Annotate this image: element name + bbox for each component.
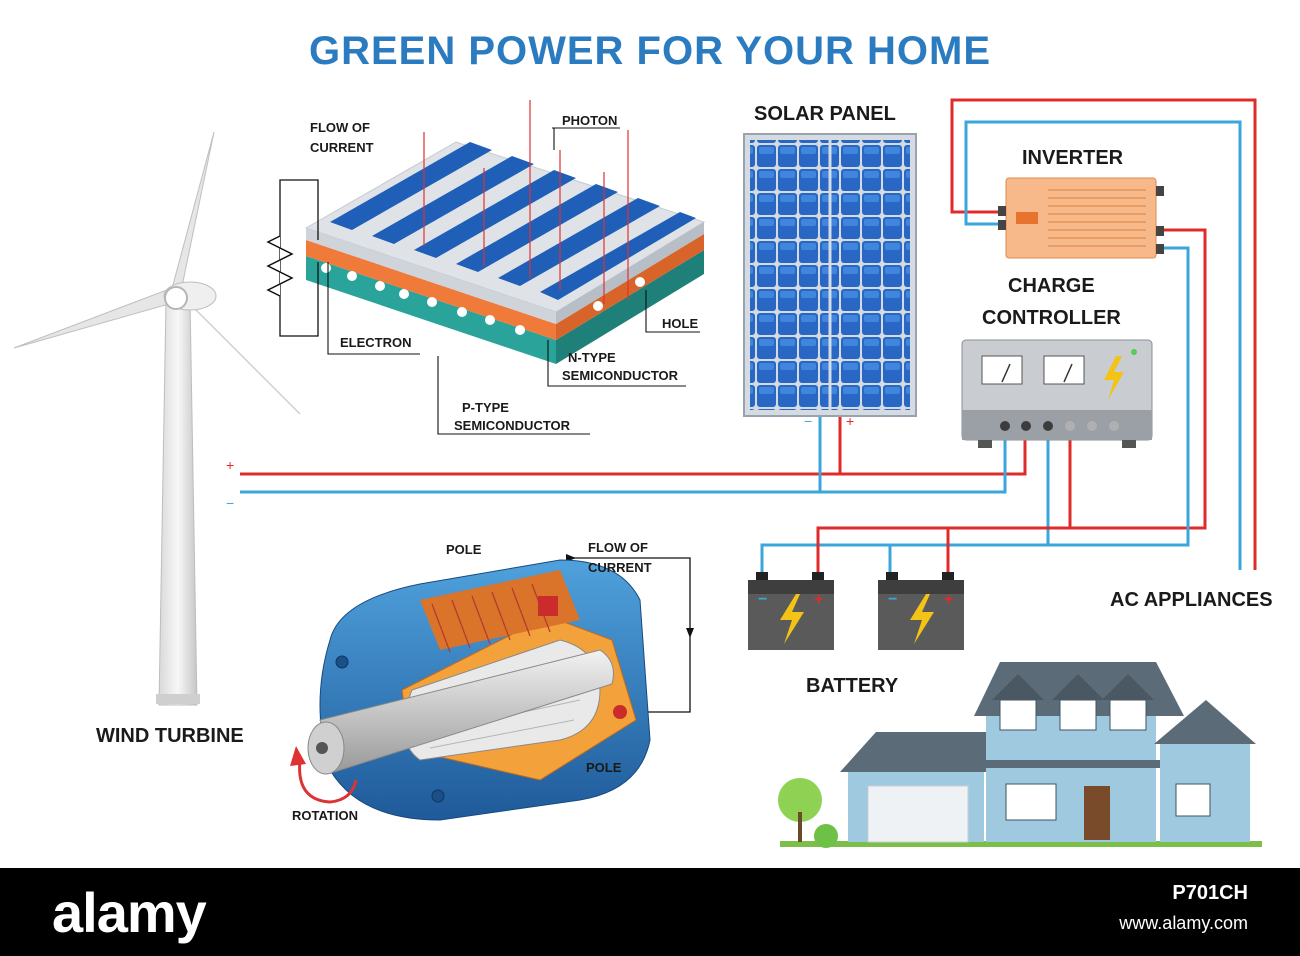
resistor xyxy=(266,235,294,297)
watermark-logo: alamy xyxy=(52,881,207,944)
solar-panel-label: SOLAR PANEL xyxy=(754,103,896,125)
p-type-label: P-TYPE xyxy=(462,400,509,415)
rotation-label: ROTATION xyxy=(292,808,358,823)
wind-minus-sign: − xyxy=(226,495,234,511)
solar-panel xyxy=(743,133,917,417)
cell-orange-front xyxy=(306,240,556,340)
battery-2: − + xyxy=(878,572,964,650)
diagram-canvas: GREEN POWER FOR YOUR HOME + − − + WIND xyxy=(13,29,1273,848)
ac-line-red xyxy=(950,98,1257,570)
front-door xyxy=(1084,786,1110,840)
p-type-semiconductor-label: SEMICONDUCTOR xyxy=(454,418,571,433)
meter-right xyxy=(1043,355,1085,385)
controller-bolt-icon xyxy=(1104,356,1124,400)
turbine-hub xyxy=(164,286,188,310)
page-title: GREEN POWER FOR YOUR HOME xyxy=(309,29,991,73)
cell-top-front xyxy=(306,228,556,324)
battery-2-plus: + xyxy=(944,591,953,608)
generator-flow-label-1: FLOW OF xyxy=(588,540,648,555)
battery-label: BATTERY xyxy=(806,675,899,697)
flow-of-current-label-1: FLOW OF xyxy=(310,120,370,135)
battery-1-minus: − xyxy=(758,591,767,608)
wind-turbine xyxy=(13,131,301,706)
inverter-label: INVERTER xyxy=(1022,147,1124,169)
ac-appliances-label: AC APPLIANCES xyxy=(1110,589,1273,611)
battery-negative-wire xyxy=(760,436,1050,578)
turbine-base xyxy=(156,694,200,704)
battery-2-minus: − xyxy=(888,591,897,608)
label-leaders xyxy=(327,127,700,435)
shaft xyxy=(319,649,614,773)
battery-1: − + xyxy=(748,572,834,650)
cell-blue-strip-6 xyxy=(540,212,696,300)
photon-rays xyxy=(423,100,629,304)
watermark-meta: P701CH www.alamy.com xyxy=(1119,882,1248,934)
main-house xyxy=(986,712,1156,842)
cell-blue-strip-3 xyxy=(414,170,576,258)
cell-top-side xyxy=(556,222,704,324)
solar-cell-cross-section xyxy=(266,100,706,435)
positive-bus-wire xyxy=(240,436,1027,476)
n-type-semiconductor-label: SEMICONDUCTOR xyxy=(562,368,679,383)
turbine-blade-right xyxy=(181,295,301,415)
panel-minus-sign: − xyxy=(804,413,812,429)
cell-teal-side xyxy=(556,250,704,364)
watermark-image-id: P701CH xyxy=(1172,882,1248,904)
wind-plus-sign: + xyxy=(226,457,234,473)
cell-blue-strip-4 xyxy=(456,184,618,272)
turbine-blade-up xyxy=(169,131,215,297)
electron-label: ELECTRON xyxy=(340,335,412,350)
n-type-label: N-TYPE xyxy=(568,350,616,365)
rotation-arrow xyxy=(298,759,358,804)
flow-of-current-label-2: CURRENT xyxy=(310,140,374,155)
charge-controller xyxy=(961,339,1153,448)
photon-label: PHOTON xyxy=(562,113,617,128)
cell-blue-strip-2 xyxy=(372,156,534,244)
tree xyxy=(778,778,822,822)
cell-orange-side xyxy=(556,234,704,340)
generator-flow-label-2: CURRENT xyxy=(588,560,652,575)
rotation-arrow-head xyxy=(290,746,306,766)
garage-door xyxy=(867,785,969,843)
battery-1-plus: + xyxy=(814,591,823,608)
inverter-display xyxy=(1016,212,1038,224)
controller-label: CONTROLLER xyxy=(982,307,1121,329)
battery-1-bolt-icon xyxy=(780,594,804,644)
charge-label: CHARGE xyxy=(1008,275,1095,297)
turbine-blade-left xyxy=(13,287,177,349)
pole-top-label: POLE xyxy=(446,542,482,557)
ac-line-blue xyxy=(964,120,1242,570)
cell-blue-strip-1 xyxy=(330,142,492,230)
negative-bus-wire xyxy=(240,436,1007,494)
inverter-dc-negative xyxy=(1048,246,1190,547)
hole-label: HOLE xyxy=(662,316,698,331)
generator xyxy=(290,559,651,821)
house xyxy=(778,662,1262,848)
battery-positive-wire xyxy=(816,436,1072,578)
watermark-bar: alamy P701CH www.alamy.com xyxy=(0,868,1300,956)
watermark-url: www.alamy.com xyxy=(1119,913,1248,933)
meter-left xyxy=(981,355,1023,385)
generator-coil-top xyxy=(420,570,580,650)
wind-turbine-label: WIND TURBINE xyxy=(96,725,244,747)
panel-plus-sign: + xyxy=(846,413,854,429)
turbine-tower xyxy=(158,299,198,706)
inverter-dc-positive xyxy=(1070,228,1207,530)
battery-2-bolt-icon xyxy=(910,594,934,644)
pole-bottom-label: POLE xyxy=(586,760,622,775)
flow-arrow-head xyxy=(686,628,694,638)
cell-teal-front xyxy=(306,256,556,364)
charge-carriers xyxy=(321,263,645,335)
inverter xyxy=(998,177,1164,259)
cell-blue-strip-5 xyxy=(498,198,660,286)
